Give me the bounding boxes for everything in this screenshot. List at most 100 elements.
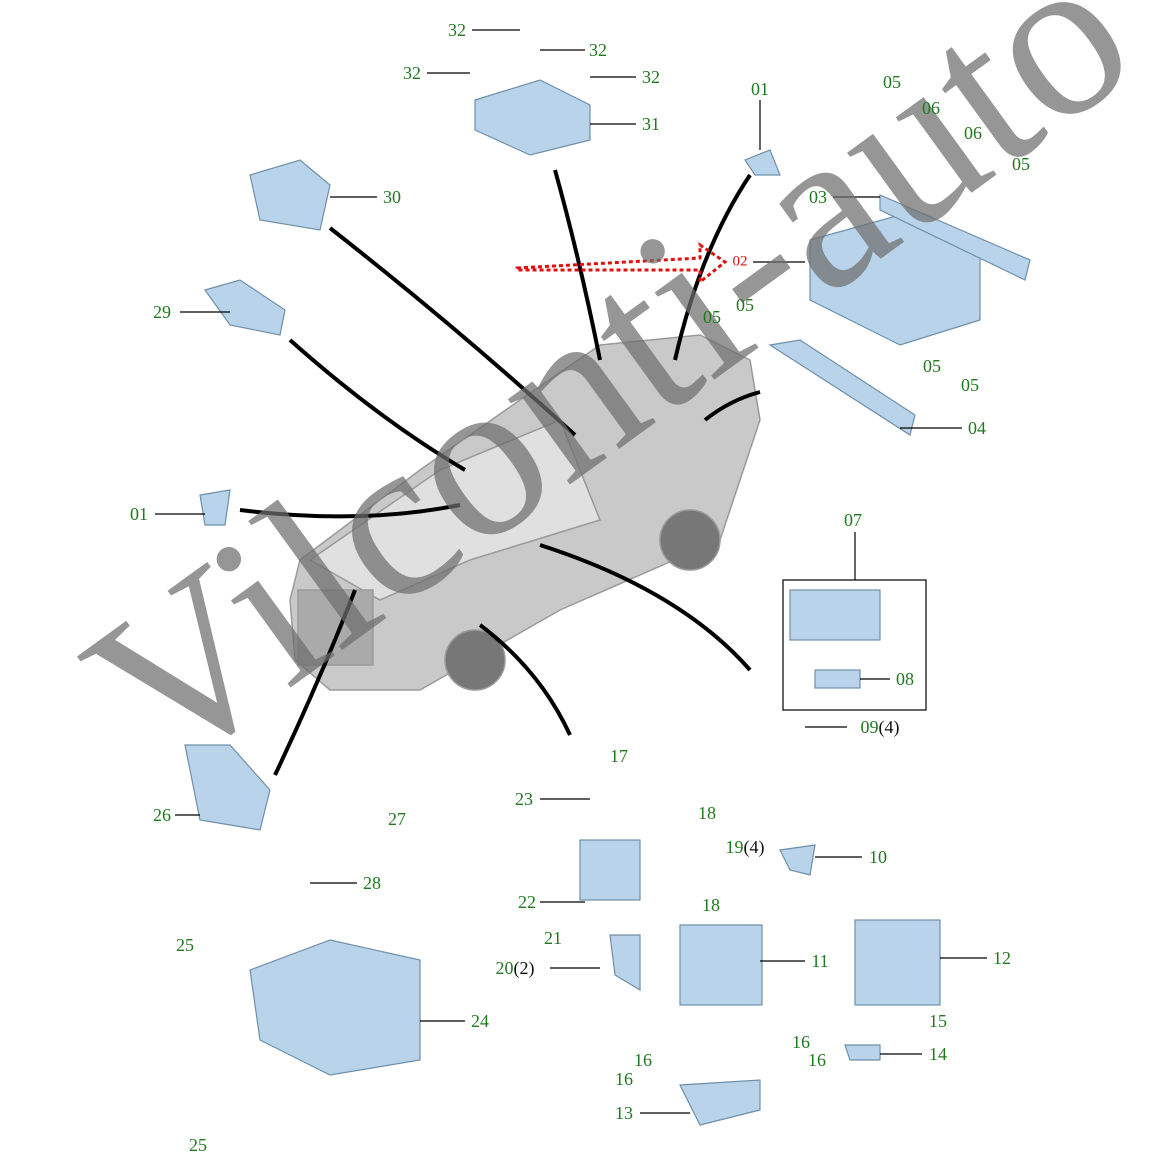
part-callout-16[interactable]: 16 — [808, 1051, 826, 1069]
part-number: 09 — [860, 717, 879, 737]
part-quantity: (4) — [878, 717, 900, 737]
part-number: 02 — [732, 253, 748, 270]
part-number: 20 — [495, 958, 514, 978]
part-number: 03 — [809, 187, 827, 207]
part-number: 16 — [634, 1050, 652, 1070]
part-callout-06[interactable]: 06 — [964, 124, 982, 142]
part-number: 26 — [153, 805, 171, 825]
part-number: 28 — [363, 873, 381, 893]
part-callout-20[interactable]: 20(2) — [496, 959, 535, 977]
part-callout-32[interactable]: 32 — [403, 64, 421, 82]
part-number: 06 — [922, 98, 940, 118]
part-callout-10[interactable]: 10 — [869, 848, 887, 866]
part-number: 14 — [929, 1044, 947, 1064]
part-number: 05 — [1012, 154, 1030, 174]
part-callout-16[interactable]: 16 — [792, 1033, 810, 1051]
part-number: 13 — [615, 1103, 633, 1123]
part-callout-26[interactable]: 26 — [153, 806, 171, 824]
part-number: 01 — [751, 79, 769, 99]
part-callout-24[interactable]: 24 — [471, 1012, 489, 1030]
part-number: 32 — [589, 40, 607, 60]
part-number: 30 — [383, 187, 401, 207]
part-callout-05[interactable]: 05 — [961, 376, 979, 394]
part-callout-01[interactable]: 01 — [130, 505, 148, 523]
part-number: 18 — [702, 895, 720, 915]
part-callout-15[interactable]: 15 — [929, 1012, 947, 1030]
part-number: 16 — [615, 1069, 633, 1089]
part-number: 18 — [698, 803, 716, 823]
part-callout-05[interactable]: 05 — [883, 73, 901, 91]
part-number: 11 — [811, 951, 829, 971]
part-quantity: (2) — [513, 958, 535, 978]
part-quantity: (4) — [743, 837, 765, 857]
part-number: 08 — [896, 669, 914, 689]
part-callout-32[interactable]: 32 — [642, 68, 660, 86]
part-callout-12[interactable]: 12 — [993, 949, 1011, 967]
part-callout-02[interactable]: 02 — [732, 253, 748, 270]
part-number: 22 — [518, 892, 536, 912]
part-callout-25[interactable]: 25 — [189, 1136, 207, 1154]
part-callout-29[interactable]: 29 — [153, 303, 171, 321]
part-callout-27[interactable]: 27 — [388, 810, 406, 828]
part-callout-16[interactable]: 16 — [634, 1051, 652, 1069]
part-callout-31[interactable]: 31 — [642, 115, 660, 133]
part-number: 05 — [923, 356, 941, 376]
part-number: 04 — [968, 418, 986, 438]
callout-curves — [239, 169, 761, 776]
part-number: 24 — [471, 1011, 489, 1031]
part-callout-05[interactable]: 05 — [1012, 155, 1030, 173]
part-number: 23 — [515, 789, 533, 809]
leader-lines — [155, 29, 987, 1114]
part-number: 32 — [642, 67, 660, 87]
part-number: 29 — [153, 302, 171, 322]
part-number: 01 — [130, 504, 148, 524]
part-number: 05 — [883, 72, 901, 92]
part-callout-22[interactable]: 22 — [518, 893, 536, 911]
part-callout-17[interactable]: 17 — [610, 747, 628, 765]
part-callout-07[interactable]: 07 — [844, 511, 862, 529]
part-callout-11[interactable]: 11 — [811, 952, 828, 970]
part-number: 25 — [176, 935, 194, 955]
part-callout-18[interactable]: 18 — [698, 804, 716, 822]
part-callout-05[interactable]: 05 — [736, 296, 754, 314]
part-number: 05 — [703, 307, 721, 327]
part-number: 19 — [725, 837, 744, 857]
part-number: 15 — [929, 1011, 947, 1031]
part-callout-05[interactable]: 05 — [923, 357, 941, 375]
part-callout-08[interactable]: 08 — [896, 670, 914, 688]
part-number: 17 — [610, 746, 628, 766]
part-callout-32[interactable]: 32 — [589, 41, 607, 59]
part-callout-28[interactable]: 28 — [363, 874, 381, 892]
highlight-arrow — [515, 242, 728, 286]
part-callout-18[interactable]: 18 — [702, 896, 720, 914]
part-number: 12 — [993, 948, 1011, 968]
part-number: 16 — [808, 1050, 826, 1070]
part-callout-09[interactable]: 09(4) — [861, 718, 900, 736]
part-callout-25[interactable]: 25 — [176, 936, 194, 954]
vehicle-illustration — [289, 334, 761, 691]
part-callout-06[interactable]: 06 — [922, 99, 940, 117]
part-callout-01[interactable]: 01 — [751, 80, 769, 98]
part-number: 06 — [964, 123, 982, 143]
part-number: 31 — [642, 114, 660, 134]
part-number: 27 — [388, 809, 406, 829]
part-number: 32 — [448, 20, 466, 40]
part-callout-21[interactable]: 21 — [544, 929, 562, 947]
part-callout-05[interactable]: 05 — [703, 308, 721, 326]
part-callout-32[interactable]: 32 — [448, 21, 466, 39]
part-callout-03[interactable]: 03 — [809, 188, 827, 206]
part-number: 16 — [792, 1032, 810, 1052]
part-callout-30[interactable]: 30 — [383, 188, 401, 206]
part-number: 25 — [189, 1135, 207, 1155]
part-number: 05 — [961, 375, 979, 395]
part-callout-23[interactable]: 23 — [515, 790, 533, 808]
part-callout-13[interactable]: 13 — [615, 1104, 633, 1122]
part-shapes — [184, 79, 1031, 1126]
part-callout-19[interactable]: 19(4) — [726, 838, 765, 856]
part-number: 32 — [403, 63, 421, 83]
part-number: 21 — [544, 928, 562, 948]
part-callout-04[interactable]: 04 — [968, 419, 986, 437]
part-callout-16[interactable]: 16 — [615, 1070, 633, 1088]
part-callout-14[interactable]: 14 — [929, 1045, 947, 1063]
